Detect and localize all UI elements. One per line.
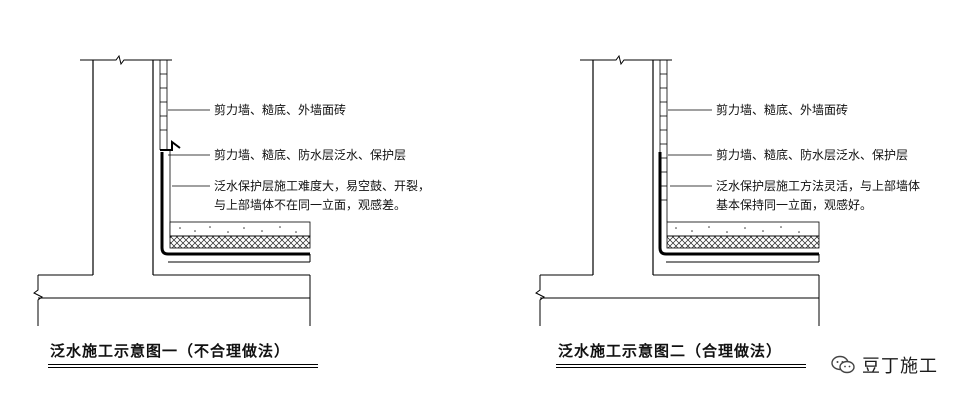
note-comment-line2: 与上部墙体不在同一立面，观感差。 [214,198,407,212]
note-comment-line1: 泛水保护层施工难度大，易空鼓、开裂， [214,179,431,193]
caption-underline-right-2 [556,367,806,368]
watermark: 豆丁施工 [830,352,938,378]
note-comment-line2: 基本保持同一立面，观感好。 [716,198,873,212]
detail-drawing-left [33,54,311,326]
figure-caption-right: 泛水施工示意图二（合理做法） [558,342,783,360]
note-tile: 剪力墙、糙底、外墙面砖 [716,103,849,117]
caption-underline-right [556,364,806,365]
wechat-icon [831,355,855,374]
figure-left: 剪力墙、糙底、外墙面砖 剪力墙、糙底、防水层泛水、保护层 泛水保护层施工难度大，… [33,54,431,368]
figure-caption-left: 泛水施工示意图一（不合理做法） [50,342,291,360]
note-flashing: 剪力墙、糙底、防水层泛水、保护层 [716,148,909,162]
detail-drawing-right [535,54,820,326]
figure-right: 剪力墙、糙底、外墙面砖 剪力墙、糙底、防水层泛水、保护层 泛水保护层施工方法灵活… [484,0,968,411]
caption-underline-left [48,364,318,365]
watermark-text: 豆丁施工 [862,356,938,377]
caption-underline-left-2 [48,367,318,368]
note-tile: 剪力墙、糙底、外墙面砖 [214,103,347,117]
note-flashing: 剪力墙、糙底、防水层泛水、保护层 [214,148,407,162]
note-comment-line1: 泛水保护层施工方法灵活，与上部墙体 [716,179,921,193]
